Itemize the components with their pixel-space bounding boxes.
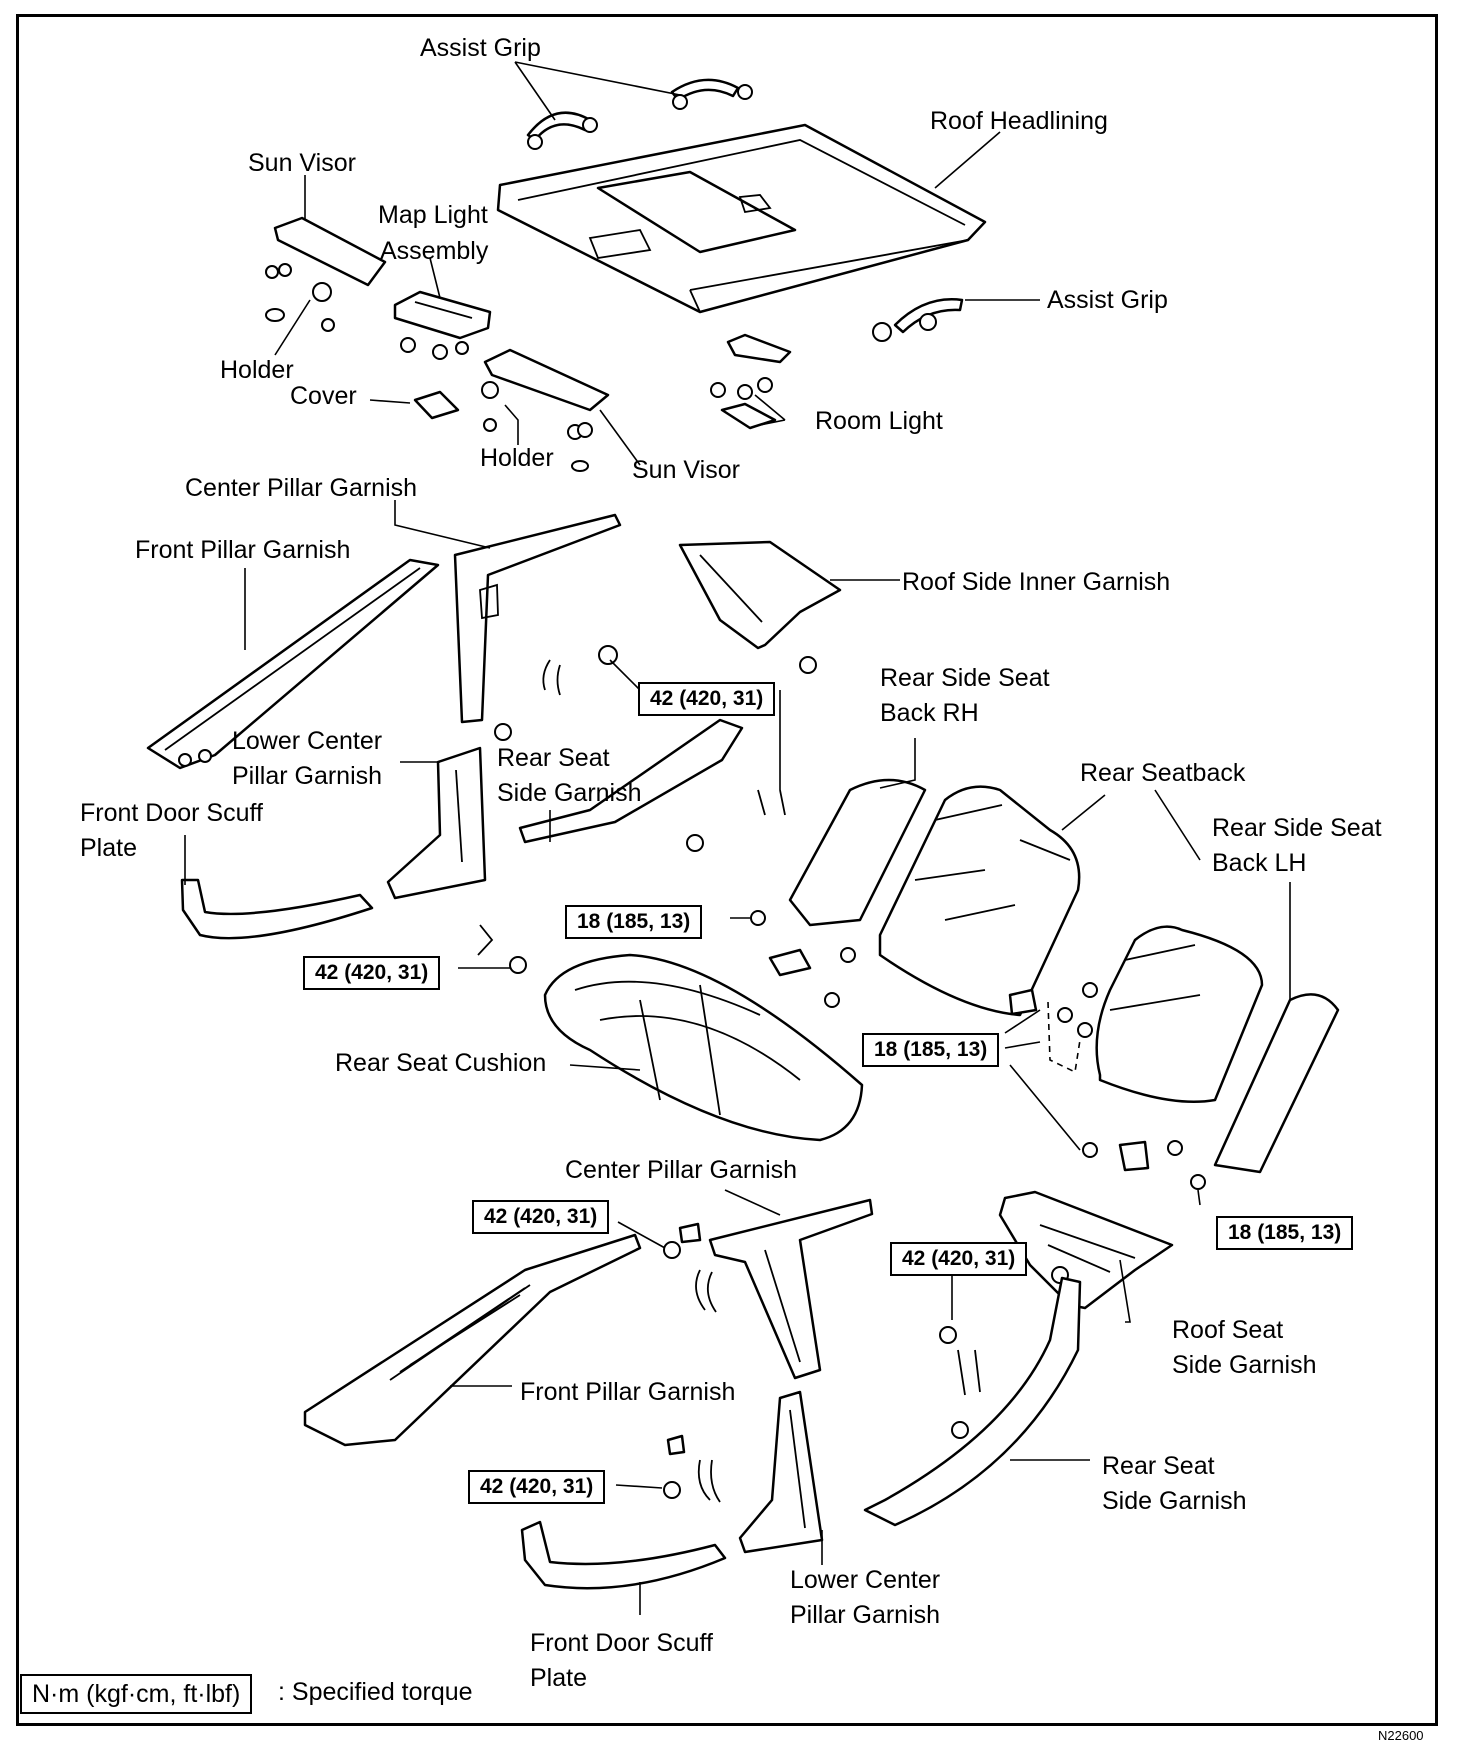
roof-seat-side-garnish-part — [998, 1190, 1174, 1310]
torque-spec-box: 18 (185, 13) — [1216, 1216, 1354, 1250]
torque-spec-box: 42 (420, 31) — [303, 956, 441, 990]
assist-grip-right-parts — [872, 298, 964, 342]
roof-headlining-part — [496, 123, 987, 314]
torque-spec-box: 42 (420, 31) — [890, 1242, 1028, 1276]
rear-seat-cushion-part — [543, 953, 864, 1142]
torque-spec-box: 42 (420, 31) — [638, 682, 776, 716]
torque-legend-meaning: : Specified torque — [278, 1678, 473, 1706]
lower-center-pillar-top-part — [386, 746, 527, 974]
label-rear-side-seat-back-rh-line1: Rear Side Seat — [880, 664, 1050, 692]
lower-center-pillar-bottom-part — [663, 1390, 824, 1554]
label-roof-seat-side-line1: Roof Seat — [1172, 1316, 1284, 1344]
label-rear-seat-side-top-line2: Side Garnish — [497, 779, 642, 807]
label-front-door-scuff-bottom-line1: Front Door Scuff — [530, 1629, 713, 1657]
label-rear-seat-cushion: Rear Seat Cushion — [335, 1049, 547, 1077]
label-map-light-line1: Map Light — [378, 201, 488, 229]
label-rear-side-seat-back-lh-line1: Rear Side Seat — [1212, 814, 1382, 842]
figure-code: N22600 — [1378, 1728, 1424, 1743]
label-assist-grip-right: Assist Grip — [1047, 286, 1168, 314]
torque-spec-box: 42 (420, 31) — [472, 1200, 610, 1234]
center-pillar-garnish-bottom-part — [663, 1198, 874, 1380]
room-light-part — [710, 333, 792, 430]
label-rear-side-seat-back-lh-line2: Back LH — [1212, 849, 1307, 877]
label-center-pillar-garnish-bottom: Center Pillar Garnish — [565, 1156, 798, 1184]
label-rear-seat-side-bottom-line2: Side Garnish — [1102, 1487, 1247, 1515]
front-pillar-garnish-bottom-part — [303, 1233, 642, 1447]
rear-side-seat-back-rh-part — [750, 778, 927, 927]
center-pillar-garnish-top-part — [453, 513, 622, 741]
label-sun-visor-center: Sun Visor — [632, 456, 740, 484]
label-rear-seat-side-top-line1: Rear Seat — [497, 744, 610, 772]
label-center-pillar-garnish-top: Center Pillar Garnish — [185, 474, 418, 502]
leader-lines — [184, 61, 1291, 1615]
label-lower-center-pillar-top-line1: Lower Center — [232, 727, 383, 755]
front-pillar-garnish-top-part — [146, 558, 440, 770]
front-door-scuff-bottom-part — [520, 1520, 727, 1590]
torque-legend-unit: N·m (kgf·cm, ft·lbf) — [20, 1674, 253, 1714]
label-roof-side-inner-garnish: Roof Side Inner Garnish — [902, 568, 1171, 596]
label-front-door-scuff-top-line1: Front Door Scuff — [80, 799, 263, 827]
front-door-scuff-top-part — [180, 878, 374, 940]
label-room-light: Room Light — [815, 407, 943, 435]
label-front-pillar-garnish-top: Front Pillar Garnish — [135, 536, 351, 564]
label-front-door-scuff-bottom-line2: Plate — [530, 1664, 587, 1692]
sun-visor-left-part — [265, 216, 387, 332]
label-holder-left: Holder — [220, 356, 294, 384]
label-roof-headlining: Roof Headlining — [930, 107, 1108, 135]
label-map-light-line2: Assembly — [380, 237, 489, 265]
rear-side-seat-back-lh-part — [1095, 925, 1340, 1174]
label-front-pillar-garnish-bottom: Front Pillar Garnish — [520, 1378, 736, 1406]
label-holder-center: Holder — [480, 444, 554, 472]
rear-seat-side-garnish-top-part — [518, 645, 786, 852]
label-cover: Cover — [290, 382, 357, 410]
label-lower-center-pillar-bottom-line2: Pillar Garnish — [790, 1601, 941, 1629]
assist-grip-top-parts — [526, 78, 753, 150]
rear-seat-side-garnish-bottom-part — [863, 1276, 1082, 1527]
label-rear-side-seat-back-rh-line2: Back RH — [880, 699, 979, 727]
label-sun-visor-left: Sun Visor — [248, 149, 356, 177]
label-lower-center-pillar-bottom-line1: Lower Center — [790, 1566, 941, 1594]
torque-spec-box: 42 (420, 31) — [468, 1470, 606, 1504]
torque-spec-box: 18 (185, 13) — [862, 1033, 1000, 1067]
torque-leader-lines — [458, 659, 1201, 1489]
label-front-door-scuff-top-line2: Plate — [80, 834, 137, 862]
seat-bracket-parts — [768, 947, 1206, 1190]
label-assist-grip-top: Assist Grip — [420, 34, 541, 62]
torque-spec-box: 18 (185, 13) — [565, 905, 703, 939]
roof-side-inner-garnish-part — [678, 540, 842, 674]
label-roof-seat-side-line2: Side Garnish — [1172, 1351, 1317, 1379]
rear-seatback-part — [878, 785, 1081, 1017]
map-light-part — [393, 290, 492, 360]
label-rear-seatback: Rear Seatback — [1080, 759, 1246, 787]
label-rear-seat-side-bottom-line1: Rear Seat — [1102, 1452, 1215, 1480]
sun-visor-center-parts — [413, 348, 610, 472]
label-lower-center-pillar-top-line2: Pillar Garnish — [232, 762, 383, 790]
